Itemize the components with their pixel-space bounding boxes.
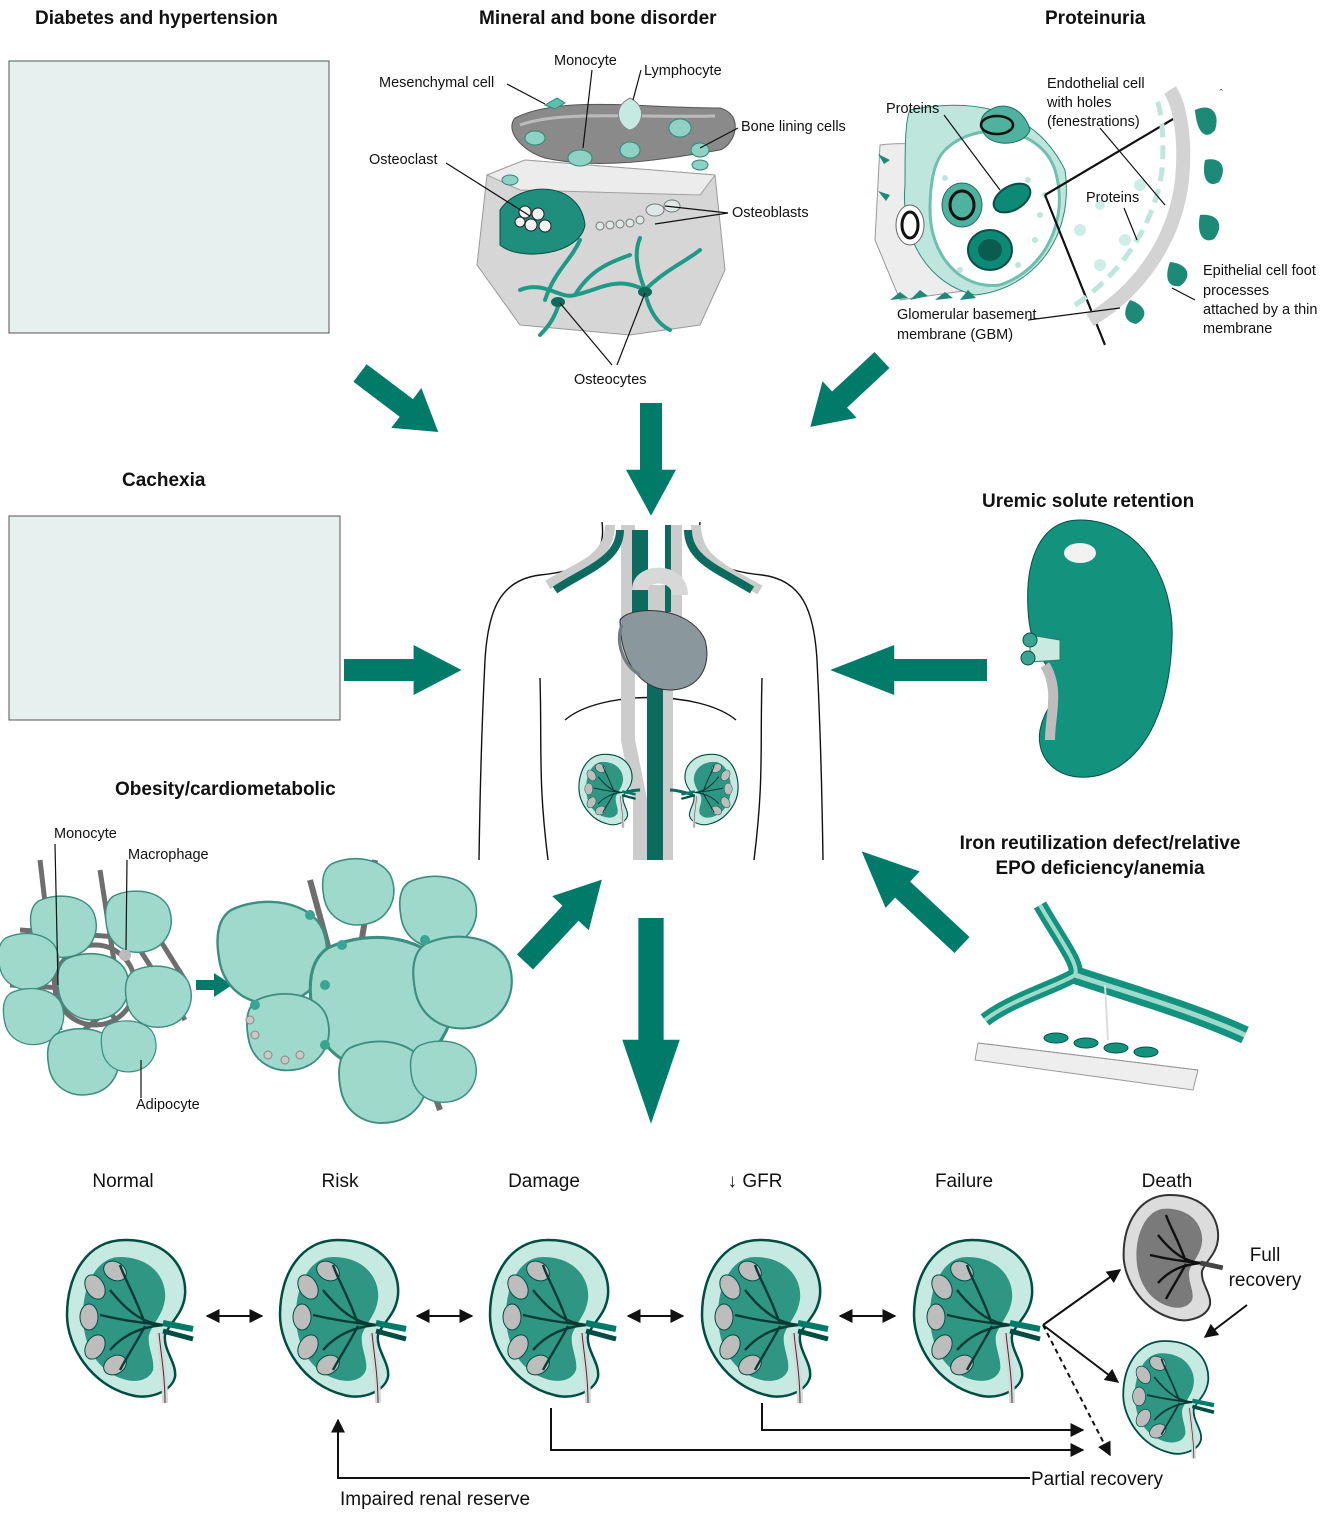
stage-label-risk: Risk <box>280 1171 400 1193</box>
kidney-gfr <box>702 1240 828 1403</box>
heading-mineral-bone: Mineral and bone disorder <box>479 8 717 30</box>
bone-illustration <box>477 98 735 335</box>
label-endothelial-line3: (fenestrations) <box>1047 113 1140 132</box>
label-osteoblasts: Osteoblasts <box>732 205 809 221</box>
diabetes-placeholder-panel <box>9 61 329 333</box>
heading-obesity: Obesity/cardiometabolic <box>115 779 336 801</box>
label-osteocytes: Osteocytes <box>574 372 647 388</box>
label-epithelial-line4: membrane <box>1203 320 1272 339</box>
label-epithelial-line1: Epithelial cell foot <box>1203 262 1316 281</box>
iron-illustration <box>975 905 1245 1090</box>
cachexia-placeholder-panel <box>9 516 340 720</box>
stage-label-death: Death <box>1107 1171 1227 1193</box>
label-mesenchymal-cell: Mesenchymal cell <box>379 75 494 91</box>
label-full-recovery-line1: Full <box>1215 1245 1315 1267</box>
kidney-damage <box>490 1240 616 1403</box>
heading-diabetes: Diabetes and hypertension <box>35 8 278 30</box>
label-partial-recovery: Partial recovery <box>1031 1469 1163 1491</box>
kidney-row <box>67 1195 1223 1458</box>
label-endothelial-line1: Endothelial cell <box>1047 75 1145 94</box>
label-bone-lining-cells: Bone lining cells <box>741 119 846 135</box>
stage-label-damage: Damage <box>484 1171 604 1193</box>
label-lymphocyte: Lymphocyte <box>644 63 722 79</box>
label-gbm-line1: Glomerular basement <box>897 306 1036 325</box>
kidney-death <box>1124 1195 1223 1320</box>
label-monocyte-adipose: Monocyte <box>54 826 117 842</box>
torso-left-kidney <box>579 754 636 827</box>
label-osteoclast: Osteoclast <box>369 152 438 168</box>
heading-iron-line1: Iron reutilization defect/relative <box>940 833 1260 855</box>
heading-cachexia: Cachexia <box>122 470 205 492</box>
label-full-recovery-line2: recovery <box>1215 1270 1315 1292</box>
label-proteins-1: Proteins <box>886 101 939 117</box>
label-adipocyte: Adipocyte <box>136 1097 200 1113</box>
kidney-recovered <box>1123 1341 1214 1458</box>
label-endothelial-line2: with holes <box>1047 94 1111 113</box>
label-impaired-renal-reserve: Impaired renal reserve <box>340 1489 530 1511</box>
uremic-kidney-illustration <box>1021 520 1172 777</box>
label-proteins-2: Proteins <box>1086 190 1139 206</box>
label-macrophage: Macrophage <box>128 847 209 863</box>
label-epithelial-line2: processes <box>1203 282 1269 301</box>
label-gbm-line2: membrane (GBM) <box>897 326 1013 345</box>
kidney-risk <box>280 1240 406 1403</box>
stage-label-gfr: ↓ GFR <box>695 1171 815 1193</box>
adipose-illustration <box>0 859 512 1123</box>
stage-label-failure: Failure <box>904 1171 1024 1193</box>
heading-uremic: Uremic solute retention <box>982 491 1194 513</box>
heading-proteinuria: Proteinuria <box>1045 8 1145 30</box>
kidney-normal <box>67 1240 193 1403</box>
stage-label-normal: Normal <box>63 1171 183 1193</box>
label-epithelial-line3: attached by a thin <box>1203 301 1317 320</box>
heading-iron-line2: EPO deficiency/anemia <box>940 858 1260 880</box>
label-monocyte-bone: Monocyte <box>554 53 617 69</box>
kidney-failure <box>914 1240 1040 1403</box>
torso-right-kidney <box>681 754 738 827</box>
